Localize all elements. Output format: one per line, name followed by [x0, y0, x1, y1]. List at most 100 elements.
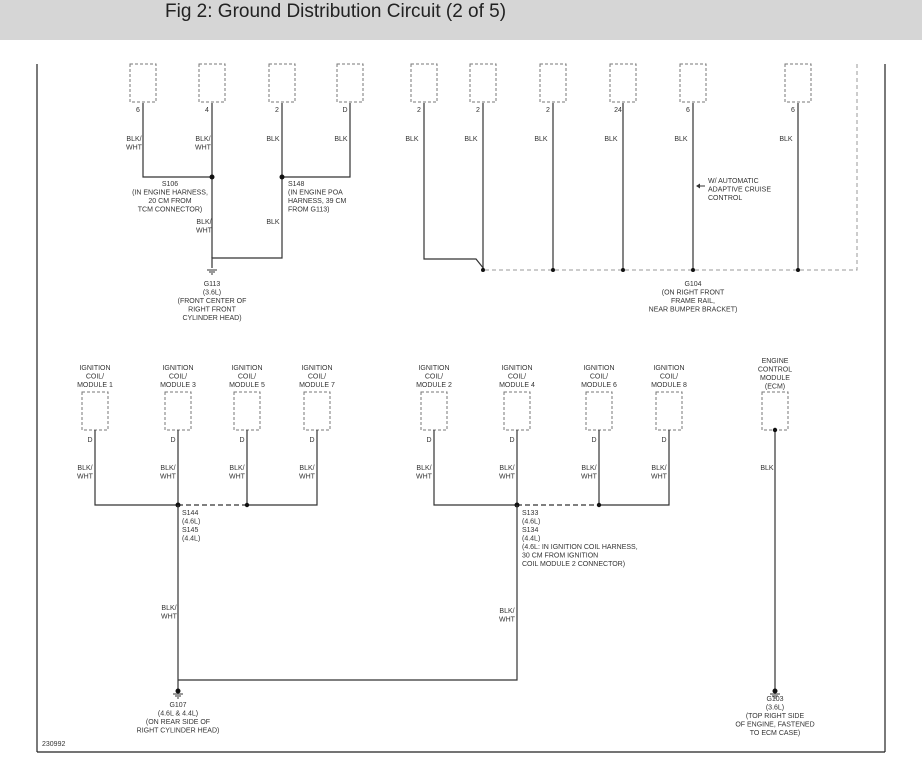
wire-color-label: BLK/ — [581, 465, 596, 472]
acc-note: ADAPTIVE CRUISE — [708, 187, 771, 194]
coil-module-connector — [585, 391, 613, 431]
s133-label: (4.4L) — [522, 536, 540, 543]
coil-module-connector — [420, 391, 448, 431]
s133-label: S133 — [522, 510, 538, 517]
coil-module-name: MODULE 5 — [229, 382, 265, 389]
top-connector — [336, 63, 364, 103]
wire-color-label: WHT — [160, 474, 177, 481]
coil-module-connector — [303, 391, 331, 431]
coil-module-name: MODULE 4 — [499, 382, 535, 389]
pin-label: 4 — [205, 107, 209, 114]
coil-module-name: IGNITION — [79, 365, 110, 372]
s148-label: HARNESS, 39 CM — [288, 198, 347, 205]
coil-module-name: COIL/ — [508, 374, 526, 381]
g103-ground-icon — [770, 693, 780, 699]
wire-color-label: BLK/ — [229, 465, 244, 472]
ecm-connector — [761, 391, 789, 431]
pin-label: 2 — [546, 107, 550, 114]
g113-label: CYLINDER HEAD) — [182, 315, 241, 322]
ecm-name: CONTROL — [758, 367, 792, 374]
pin-label: D — [309, 437, 314, 444]
g107-ground-icon — [173, 693, 183, 699]
top-connector — [268, 63, 296, 103]
wire-color-label: BLK/ — [196, 219, 211, 226]
coil-module-name: COIL/ — [590, 374, 608, 381]
s133-label: (4.6L: IN IGNITION COIL HARNESS, — [522, 544, 638, 551]
g104-label: G104 — [684, 281, 701, 288]
wire-color-label: WHT — [499, 617, 516, 624]
ecm-name: MODULE — [760, 375, 790, 382]
top-connectors: 6BLK/WHT4BLK/WHT2BLKDBLK2BLK2BLK2BLK24BL… — [126, 63, 812, 152]
pin-label: 6 — [136, 107, 140, 114]
g104-label: (ON RIGHT FRONT — [662, 290, 725, 297]
pin-label: D — [661, 437, 666, 444]
wire-color-label: BLK — [266, 136, 280, 143]
top-connector — [784, 63, 812, 103]
top-connector — [679, 63, 707, 103]
wire-color-label: BLK — [534, 136, 548, 143]
pin-label: 2 — [275, 107, 279, 114]
pin-label: D — [426, 437, 431, 444]
g113-label: (FRONT CENTER OF — [178, 298, 247, 305]
coil-module-name: COIL/ — [660, 374, 678, 381]
wire-color-label: BLK — [674, 136, 688, 143]
wire-color-label: WHT — [229, 474, 246, 481]
top-connector — [410, 63, 438, 103]
top-connector — [609, 63, 637, 103]
coil-module-name: IGNITION — [501, 365, 532, 372]
wire-color-label: BLK — [334, 136, 348, 143]
s106-label: 20 CM FROM — [148, 198, 191, 205]
coil-module-name: MODULE 7 — [299, 382, 335, 389]
s133-label: COIL MODULE 2 CONNECTOR) — [522, 561, 625, 568]
s148-label: FROM G113) — [288, 207, 330, 214]
pin-label: D — [509, 437, 514, 444]
wire-color-label: BLK/ — [499, 608, 514, 615]
ecm-name: ENGINE — [762, 358, 789, 365]
g103-label: (TOP RIGHT SIDE — [746, 713, 805, 720]
g104-ground-icons — [481, 268, 800, 272]
wire-color-label: WHT — [126, 145, 143, 152]
coil-module-name: IGNITION — [653, 365, 684, 372]
coil-module-connector — [655, 391, 683, 431]
figure-id: 230992 — [42, 741, 65, 748]
coil-module-connector — [503, 391, 531, 431]
s144-label: (4.4L) — [182, 536, 200, 543]
wire-color-label: WHT — [196, 228, 213, 235]
g107-label: G107 — [169, 702, 186, 709]
wire-color-label: BLK/ — [499, 465, 514, 472]
pin-label: 6 — [686, 107, 690, 114]
s148-label: (IN ENGINE POA — [288, 190, 343, 197]
acc-arrow-icon — [696, 183, 705, 189]
g113-label: (3.6L) — [203, 290, 221, 297]
s144-label: (4.6L) — [182, 519, 200, 526]
pin-label: 2 — [417, 107, 421, 114]
s148-label: S148 — [288, 181, 304, 188]
wire-color-label: BLK/ — [651, 465, 666, 472]
s106-label: TCM CONNECTOR) — [138, 207, 202, 214]
coil-module-name: COIL/ — [238, 374, 256, 381]
wire-color-label: WHT — [416, 474, 433, 481]
wire-color-label: BLK/ — [77, 465, 92, 472]
acc-note: CONTROL — [708, 195, 742, 202]
s106-label: (IN ENGINE HARNESS, — [132, 190, 208, 197]
wire-color-label: WHT — [651, 474, 668, 481]
coil-module-name: COIL/ — [169, 374, 187, 381]
g113-label: G113 — [204, 281, 221, 288]
figure-header: Fig 2: Ground Distribution Circuit (2 of… — [0, 0, 922, 40]
ecm-name: (ECM) — [765, 384, 785, 391]
coil-module-name: IGNITION — [301, 365, 332, 372]
wire-color-label: BLK/ — [299, 465, 314, 472]
s144-label: S144 — [182, 510, 198, 517]
wire-color-label: BLK/ — [126, 136, 141, 143]
coil-module-name: MODULE 8 — [651, 382, 687, 389]
pin-label: 2 — [476, 107, 480, 114]
s133-label: S134 — [522, 527, 538, 534]
coil-module-connector — [81, 391, 109, 431]
coil-module-name: IGNITION — [583, 365, 614, 372]
wire-color-label: BLK/ — [160, 465, 175, 472]
coil-module-name: MODULE 3 — [160, 382, 196, 389]
